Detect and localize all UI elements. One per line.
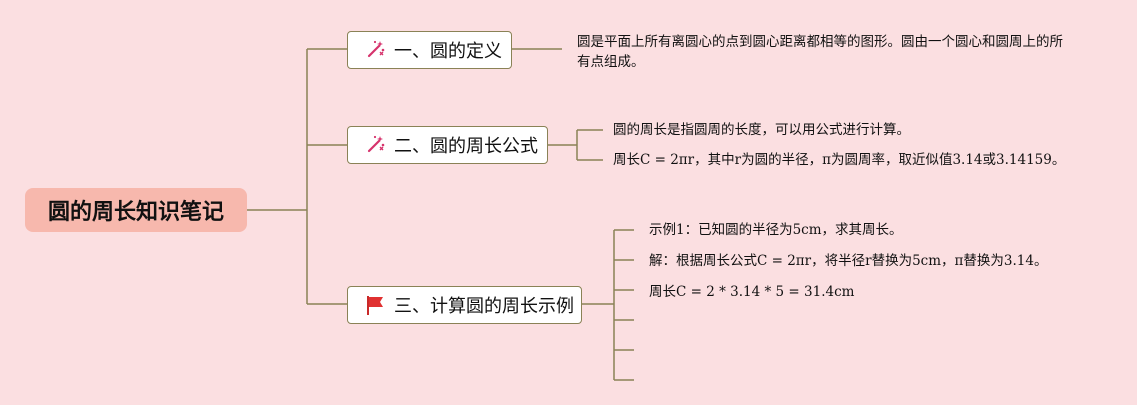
note-example-2: 解：根据周长公式C = 2πr，将半径r替换为5cm，π替换为3.14。 [649, 253, 1048, 269]
magic-wand-icon [367, 40, 385, 58]
branch-label: 二、圆的周长公式 [394, 136, 538, 157]
branch-definition[interactable]: 一、圆的定义 [347, 31, 512, 69]
magic-wand-icon [367, 135, 385, 153]
red-flag-icon [367, 296, 383, 315]
note-formula-2: 周长C = 2πr，其中r为圆的半径，π为圆周率，取近似值3.14或3.1415… [613, 152, 1066, 168]
root-node[interactable]: 圆的周长知识笔记 [25, 188, 247, 232]
note-formula-1: 圆的周长是指圆周的长度，可以用公式进行计算。 [613, 122, 910, 138]
root-title: 圆的周长知识笔记 [47, 200, 224, 225]
note-definition: 圆是平面上所有离圆心的点到圆心距离都相等的图形。圆由一个圆心和圆周上的所有点组成… [577, 34, 1063, 70]
note-example-3: 周长C = 2 * 3.14 * 5 = 31.4cm [649, 284, 855, 300]
branch-label: 三、计算圆的周长示例 [394, 296, 574, 317]
branch-circumference-formula[interactable]: 二、圆的周长公式 [347, 126, 548, 164]
note-example-1: 示例1：已知圆的半径为5cm，求其周长。 [649, 222, 903, 238]
branch-label: 一、圆的定义 [394, 41, 502, 62]
branch-example[interactable]: 三、计算圆的周长示例 [347, 286, 582, 324]
